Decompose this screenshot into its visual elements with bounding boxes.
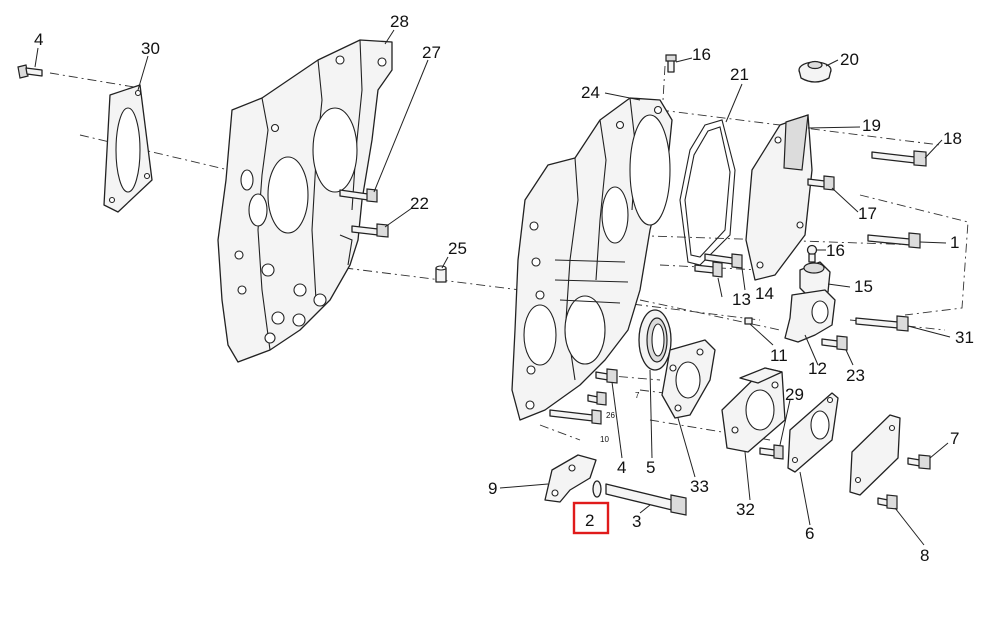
- bolt-18: [871, 150, 927, 167]
- callout-27: 27: [422, 43, 441, 62]
- gasket-30: [103, 84, 153, 213]
- callout-1: 1: [950, 233, 959, 252]
- bolt-10: [549, 409, 602, 425]
- bolt-3: [605, 483, 687, 516]
- callout-26: 26: [606, 411, 615, 420]
- callout-7-plate: 7: [950, 429, 959, 448]
- bracket-9: [544, 454, 597, 503]
- bolt-13: [694, 261, 723, 278]
- bolt-27: [339, 188, 378, 203]
- callout-highlight-box: [572, 501, 610, 535]
- pin-11: [744, 317, 753, 325]
- oil-seal-5: [638, 309, 672, 371]
- bolt-17: [807, 175, 835, 191]
- dowel-pin-25: [435, 265, 447, 283]
- callout-22: 22: [410, 194, 429, 213]
- callout-19: 19: [862, 116, 881, 135]
- callout-18: 18: [943, 129, 962, 148]
- bolt-1: [867, 232, 921, 249]
- callout-20: 20: [840, 50, 859, 69]
- callout-33: 33: [690, 477, 709, 496]
- callout-31: 31: [955, 328, 974, 347]
- bolt-7: [907, 454, 931, 470]
- filler-cap-20: [798, 60, 832, 83]
- bolt-26: [587, 391, 607, 406]
- callout-13: 13: [732, 290, 751, 309]
- front-cover-24: [511, 97, 673, 421]
- callout-4-top: 4: [34, 30, 43, 49]
- callout-16-top: 16: [692, 45, 711, 64]
- bolt-4-front: [595, 368, 618, 384]
- callout-23: 23: [846, 366, 865, 385]
- highlighted-callout-2: 2: [572, 501, 610, 535]
- callout-11: 11: [770, 346, 788, 365]
- callout-3: 3: [632, 512, 641, 531]
- callout-25: 25: [448, 239, 467, 258]
- callout-21: 21: [730, 65, 749, 84]
- rear-housing-28: [217, 39, 393, 363]
- gasket-33: [661, 339, 716, 419]
- callout-15: 15: [854, 277, 873, 296]
- leader-lines: [34, 29, 951, 546]
- callout-4-front: 4: [617, 458, 626, 477]
- callout-17: 17: [858, 204, 877, 223]
- callout-28: 28: [390, 12, 409, 31]
- callout-7-small: 7: [635, 391, 640, 400]
- callout-9: 9: [488, 479, 497, 498]
- callout-labels: 1 3 4 4 5 6 7 7 8 9 10 11 12 13 14 15 16…: [34, 12, 974, 565]
- callout-5: 5: [646, 458, 655, 477]
- callout-16-mid: 16: [826, 241, 845, 260]
- bracket-12: [784, 289, 836, 343]
- callout-10: 10: [600, 435, 609, 444]
- gasket-6: [787, 392, 839, 473]
- bolt-16-mid: [806, 244, 818, 263]
- callout-30: 30: [141, 39, 160, 58]
- cover-plate-7: [849, 414, 901, 496]
- bolt-8: [877, 494, 898, 510]
- gasket-21: [679, 119, 736, 266]
- bolt-23: [821, 335, 848, 351]
- callout-32: 32: [736, 500, 755, 519]
- callout-6: 6: [805, 524, 814, 543]
- cover-plate-19: [745, 114, 813, 281]
- sensor-15: [799, 261, 831, 297]
- callout-12: 12: [808, 359, 827, 378]
- housing-block-32: [721, 367, 786, 453]
- bolt-16-top: [665, 54, 677, 73]
- washer-2: [592, 480, 602, 498]
- callout-29: 29: [785, 385, 804, 404]
- bolt-31: [855, 315, 909, 332]
- callout-14: 14: [755, 284, 774, 303]
- callout-24: 24: [581, 83, 600, 102]
- bolt-4-top: [17, 64, 43, 79]
- callout-8: 8: [920, 546, 929, 565]
- bolt-29: [759, 444, 784, 460]
- callout-2: 2: [585, 511, 594, 530]
- bolt-14: [704, 253, 743, 269]
